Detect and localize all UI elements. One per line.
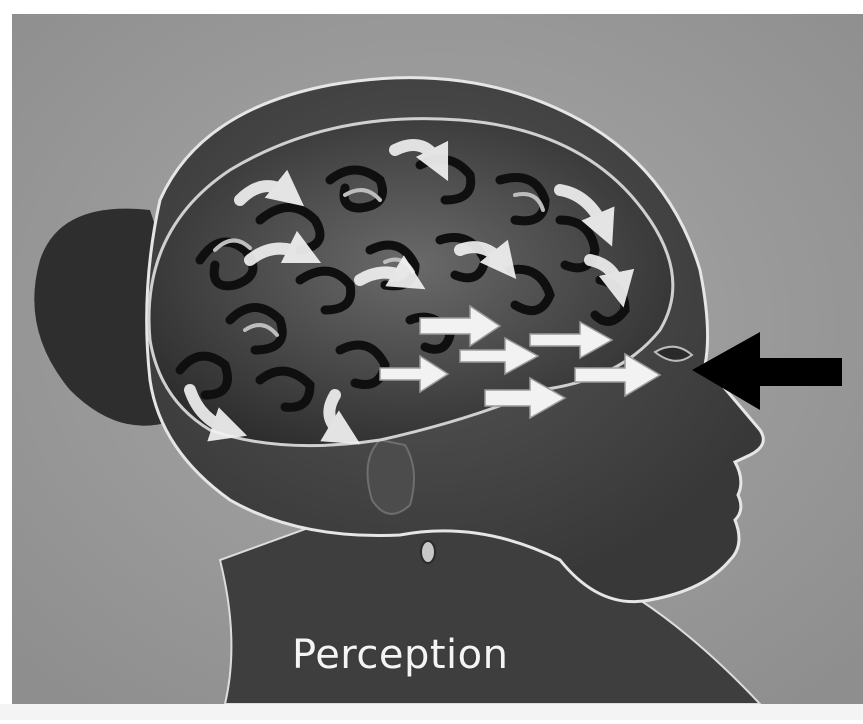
earring	[421, 541, 435, 563]
caption-perception: Perception	[292, 632, 508, 678]
bottom-border	[0, 704, 863, 720]
ear	[368, 440, 415, 514]
